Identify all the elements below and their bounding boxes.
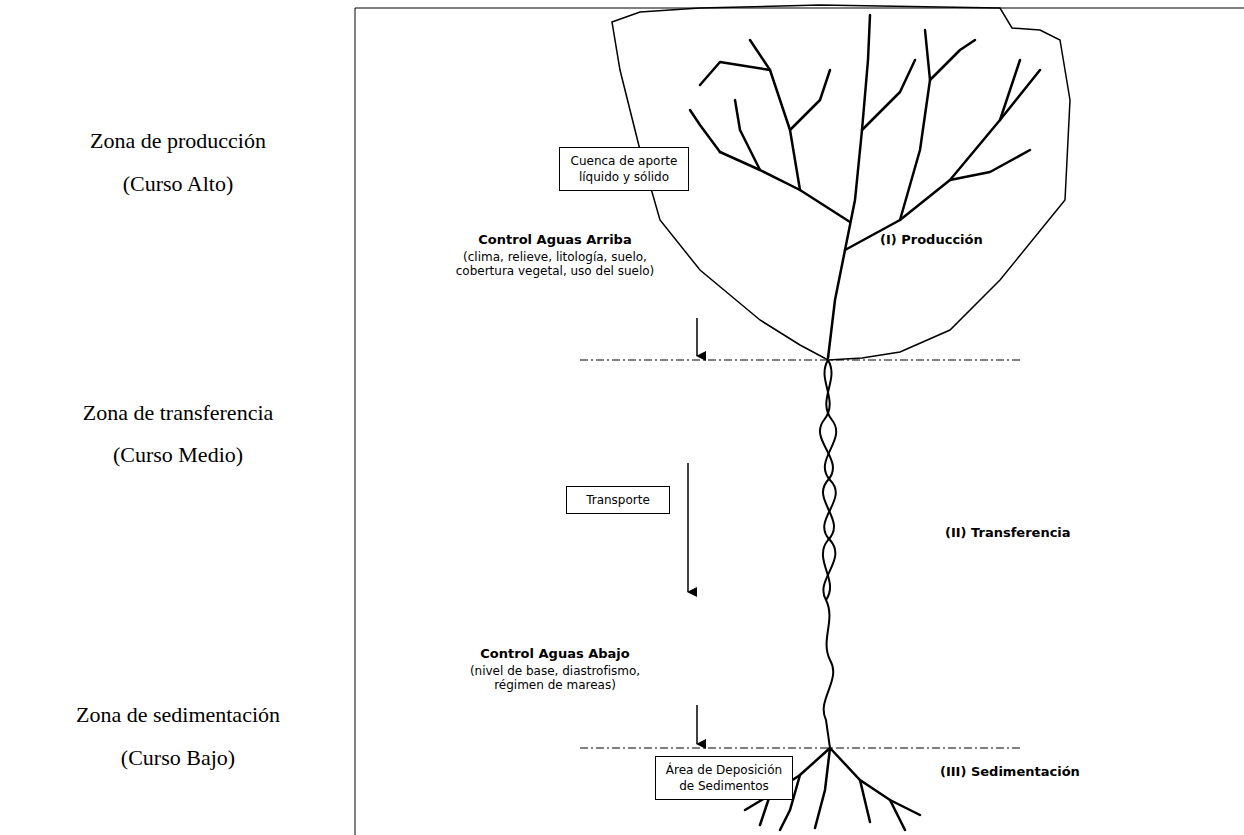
control-arrow [696,705,698,744]
section-heading: (III) Sedimentación [940,764,1160,780]
box-text: Área de Deposición de Sedimentos [662,762,786,794]
drainage-network [690,15,1040,358]
transport-arrow [687,463,689,592]
zone-label: (Curso Alto) [58,171,298,197]
text-box: Transporte [566,486,670,514]
zone-label: Zona de transferencia [48,400,308,426]
box-text: Cuenca de aporte líquido y sólido [566,153,682,185]
control-factors: (nivel de base, diastrofismo, régimen de… [455,664,655,693]
zone-label: Zona de producción [58,128,298,154]
zone-boundary [580,748,1020,749]
frame-line [355,8,356,835]
zone-label: (Curso Bajo) [48,745,308,771]
control-factors: (clima, relieve, litología, suelo, cober… [455,250,655,279]
section-heading: (I) Producción [880,232,1080,248]
zone-label: Zona de sedimentación [48,702,308,728]
section-heading: Control Aguas Arriba [455,232,655,248]
section-heading: (II) Transferencia [945,525,1165,541]
box-text: Transporte [573,492,663,508]
text-box: Área de Deposición de Sedimentos [655,756,793,800]
zone-boundary [580,360,1020,361]
transfer-channel [820,360,836,748]
frame-line [355,8,1244,9]
zone-label: (Curso Medio) [48,442,308,468]
section-heading: Control Aguas Abajo [455,646,655,662]
text-box: Cuenca de aporte líquido y sólido [559,147,689,191]
control-arrow [696,318,698,356]
